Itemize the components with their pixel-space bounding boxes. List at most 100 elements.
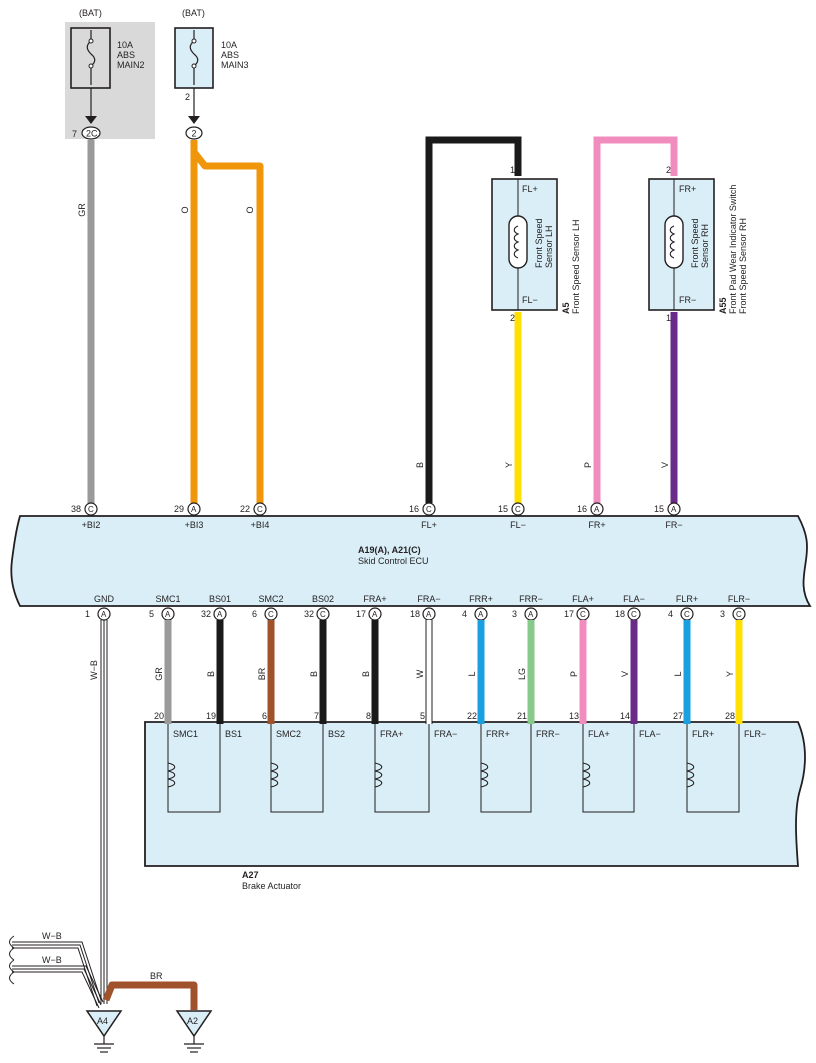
sensor-pin-top: 1 (510, 165, 515, 175)
wire-break-mark (9, 959, 15, 985)
wire-break-mark (9, 935, 15, 961)
actuator-pin-number: 13 (569, 711, 579, 721)
ecu-connector-code: A (372, 610, 378, 619)
ecu-pin-number: 38 (71, 504, 81, 514)
wire-color-label: L (467, 671, 477, 676)
ground-point-a4 (85, 1010, 123, 1038)
actuator-pin-number: 20 (154, 711, 164, 721)
wire-color-label: O (245, 206, 255, 213)
wire-color-label: P (569, 671, 579, 677)
wire-color-label: L (673, 671, 683, 676)
wire-b (425, 136, 522, 503)
ecu-terminal-label: FR− (665, 520, 682, 530)
wire-wb-incoming (12, 944, 100, 1004)
wire-p (593, 136, 678, 503)
connector-pin: 7 (72, 129, 77, 139)
wire-color-label: P (583, 462, 593, 468)
actuator-body: A27 Brake Actuator (144, 721, 806, 891)
solenoid-coil-icon (167, 762, 176, 788)
pin-connector-circle (422, 502, 436, 516)
actuator-box (144, 721, 806, 867)
actuator-code: A27 (242, 870, 259, 880)
ecu-connector-code: C (580, 610, 586, 619)
actuator-terminal-label: FLR+ (692, 729, 714, 739)
wire-wb-incoming (12, 968, 102, 1006)
wire-color-label: O (180, 206, 190, 213)
sensor-terminal-label: FL− (522, 295, 538, 305)
solenoid-coil-icon (270, 762, 279, 788)
ecu-terminal-label: +BI4 (251, 520, 270, 530)
fuse-terminal (191, 38, 197, 44)
ecu-terminal-label: SMC1 (155, 594, 180, 604)
wire-wb-incoming (12, 965, 104, 1003)
fuse-rating: 10A (221, 40, 237, 50)
connector-arrow (188, 116, 200, 124)
wire-color-label: B (415, 462, 425, 468)
wire-color-label: B (309, 671, 319, 677)
actuator-terminal-label: FLA− (639, 729, 661, 739)
wire-color-label: B (206, 671, 216, 677)
sensor-name: Front Pad Wear Indicator Switch (728, 185, 738, 314)
ecu-pin-number: 18 (410, 609, 420, 619)
ecu-connector-code: C (320, 610, 326, 619)
actuator-terminal-label: FLR− (744, 729, 766, 739)
sensor-terminal-label: FR+ (679, 184, 696, 194)
wire-color-label: W−B (42, 955, 62, 965)
sensor-inner-label: Sensor RH (700, 224, 710, 268)
ecu-box (10, 515, 812, 607)
sensor-terminal-label: FL+ (522, 184, 538, 194)
actuator-terminal-label: FRR+ (486, 729, 510, 739)
ecu-pin-number: 5 (149, 609, 154, 619)
ecu-pin-number: 18 (615, 609, 625, 619)
ecu-pin-number: 32 (201, 609, 211, 619)
ecu-terminal-label: BS02 (312, 594, 334, 604)
actuator-terminal-label: BS2 (328, 729, 345, 739)
bat-label: (BAT) (182, 8, 205, 18)
ecu-connector-code: C (88, 505, 94, 514)
ecu-body: A19(A), A21(C) Skid Control ECU (10, 515, 812, 607)
ecu-pin-number: 4 (462, 609, 467, 619)
ecu-connector-code: C (426, 505, 432, 514)
actuator-pin-number: 7 (314, 711, 319, 721)
ecu-pin-number: 15 (654, 504, 664, 514)
fuse-pin: 2 (185, 92, 190, 102)
solenoid-loop (582, 724, 635, 813)
ground-label: A2 (187, 1016, 198, 1026)
solenoid-loop (167, 724, 221, 813)
ecu-connector-code: A (594, 505, 600, 514)
actuator-terminal-label: FRA− (434, 729, 457, 739)
sensor-code: A5 (561, 302, 571, 314)
connector-oval (185, 126, 203, 140)
actuator-pin-number: 5 (420, 711, 425, 721)
connector-code: 2 (192, 129, 197, 139)
pin-connector-circle (511, 502, 525, 516)
actuator-pin-number: 8 (366, 711, 371, 721)
wire-wb-incoming (12, 947, 98, 1007)
ecu-pin-number: 16 (577, 504, 587, 514)
sensor-a5: 1 FL+ FL− Front Speed Sensor LH 2 A5 Fro… (491, 165, 581, 323)
wire-color-label: LG (517, 668, 527, 680)
solenoid-coil-icon (480, 762, 489, 788)
sensor-inner-label: Sensor LH (544, 225, 554, 268)
ecu-terminal-label: FLA+ (572, 594, 594, 604)
ecu-pin-number: 17 (356, 609, 366, 619)
ecu-terminal-label: FRA+ (363, 594, 386, 604)
ground-section: W−B W−B W−B BR A4 A2 (9, 620, 213, 1053)
wire-br (102, 981, 198, 1010)
fuse-rating: 10A (117, 40, 133, 50)
wire-wb-incoming (12, 971, 100, 1009)
actuator-terminal-label: BS1 (225, 729, 242, 739)
ecu-connector-code: C (257, 505, 263, 514)
actuator-pin-number: 22 (467, 711, 477, 721)
ecu-connector-code: C (631, 610, 637, 619)
solenoids (167, 724, 740, 813)
ecu-pin-number: 17 (564, 609, 574, 619)
fuse-name: ABS (221, 50, 239, 60)
ecu-terminal-label: FRR+ (469, 594, 493, 604)
solenoid-coil-icon (374, 762, 383, 788)
fuse-name: MAIN3 (221, 60, 249, 70)
wire-color-label: Y (725, 671, 735, 677)
fuse-name: MAIN2 (117, 60, 145, 70)
